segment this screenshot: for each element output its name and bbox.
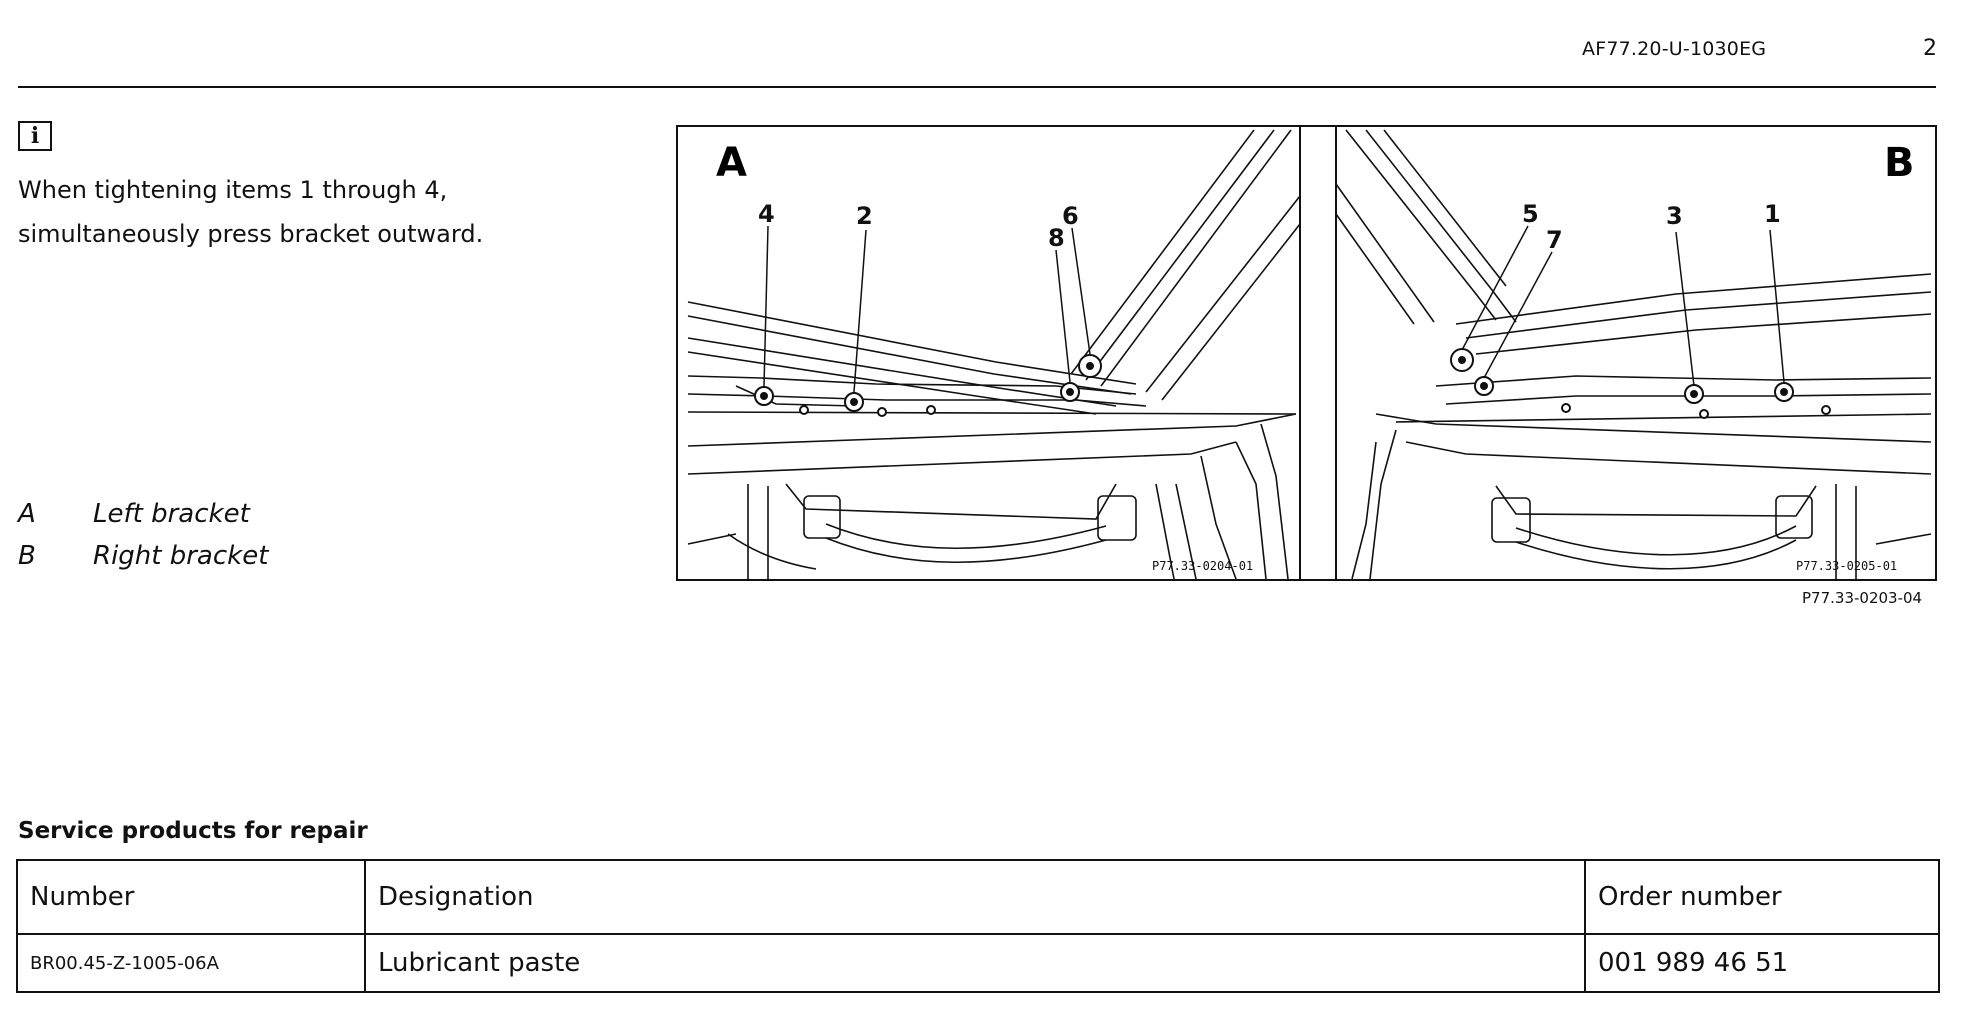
legend-key: A <box>18 499 36 529</box>
info-note: When tightening items 1 through 4, simul… <box>18 168 578 256</box>
column-header-designation: Designation <box>364 859 1586 935</box>
service-products-table: Number Designation Order number BR00.45-… <box>16 859 1940 993</box>
panel-a-bolts <box>754 354 1102 417</box>
legend-key: B <box>18 541 36 571</box>
panel-a-label: A <box>716 140 747 186</box>
table-title: Service products for repair <box>18 818 368 844</box>
panel-b <box>1335 129 1932 580</box>
table-header-row: Number Designation Order number <box>16 859 1940 935</box>
legend-label: Left bracket <box>93 499 250 529</box>
panel-b-code: P77.33-0205-01 <box>1796 559 1897 573</box>
legend-item-b: B Right bracket <box>18 541 268 581</box>
callout-number: 5 <box>1522 200 1539 228</box>
info-note-line-2: simultaneously press bracket outward. <box>18 220 484 248</box>
callout-number: 6 <box>1062 202 1079 230</box>
callout-number: 4 <box>758 200 775 228</box>
callout-number: 8 <box>1048 224 1065 252</box>
panel-separator <box>1299 125 1337 581</box>
document-number: AF77.20-U-1030EG <box>1582 38 1767 60</box>
legend-label: Right bracket <box>93 541 269 571</box>
panel-a-code: P77.33-0204-01 <box>1152 559 1253 573</box>
callout-number: 3 <box>1666 202 1683 230</box>
figure-caption: P77.33-0203-04 <box>1802 589 1923 607</box>
panel-b-label: B <box>1884 140 1915 186</box>
cell-designation: Lubricant paste <box>364 933 1586 993</box>
panel-b-leader-lines <box>1461 225 1785 387</box>
callout-number: 2 <box>856 202 873 230</box>
cell-order-number: 001 989 46 51 <box>1584 933 1940 993</box>
cell-number: BR00.45-Z-1005-06A <box>16 933 366 993</box>
bracket-figure: A B 4 2 8 6 5 7 3 1 P77.33-0204-01 P77.3… <box>676 125 1937 581</box>
header-divider <box>18 86 1936 88</box>
page-number: 2 <box>1923 36 1937 61</box>
column-header-number: Number <box>16 859 366 935</box>
info-note-line-1: When tightening items 1 through 4, <box>18 176 448 204</box>
column-header-order-number: Order number <box>1584 859 1940 935</box>
panel-a-leader-lines <box>763 225 1091 393</box>
info-icon: i <box>18 121 52 151</box>
callout-number: 7 <box>1546 226 1563 254</box>
table-row: BR00.45-Z-1005-06A Lubricant paste 001 9… <box>16 933 1940 993</box>
legend-item-a: A Left bracket <box>18 499 250 539</box>
callout-number: 1 <box>1764 200 1781 228</box>
